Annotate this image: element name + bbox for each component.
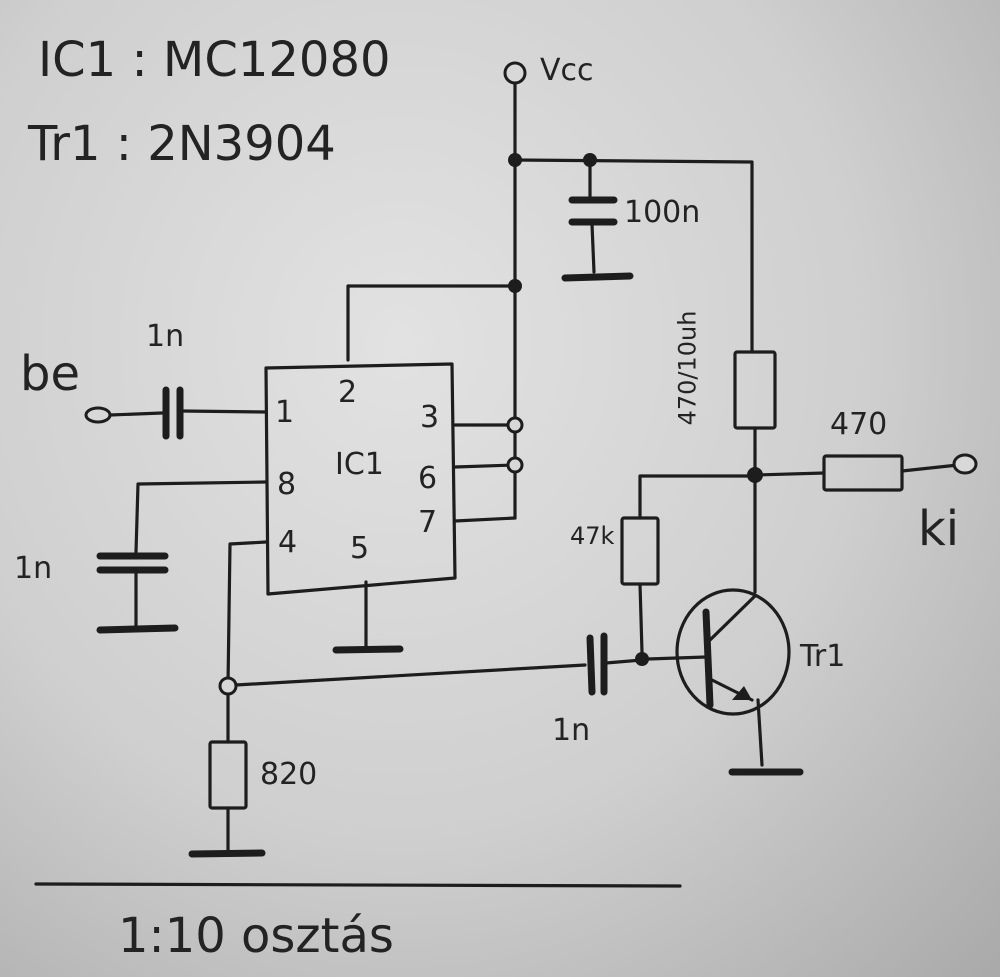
- resistor-collector-label: 470/10uh: [673, 310, 702, 426]
- ic-part-note: IC1 : MC12080: [38, 32, 391, 88]
- footer-rule: [34, 882, 682, 888]
- vcc-label: Vcc: [540, 53, 594, 88]
- ic-pin2-label: 2: [338, 375, 358, 410]
- input-label: be: [20, 346, 80, 402]
- capacitor-1n-pin8: [96, 480, 268, 634]
- resistor-820: [188, 692, 266, 858]
- transistor-label: Tr1: [800, 639, 846, 674]
- cap-couple-label: 1n: [552, 713, 591, 748]
- ic-pin7-label: 7: [418, 505, 438, 540]
- ic-name-label: IC1: [335, 447, 384, 482]
- ground-symbol-pin5: [332, 645, 404, 654]
- junction-vcc-top: [508, 153, 522, 167]
- ic-pin6-label: 6: [418, 461, 438, 496]
- pin4-to-coupling-wire: [234, 663, 587, 687]
- ground-symbol-100n: [561, 272, 634, 282]
- junction-pin6: [506, 456, 524, 474]
- pin4-wire: [226, 540, 268, 687]
- resistor-470-output: [753, 454, 960, 492]
- pin2-wire: [346, 284, 517, 362]
- footer-ratio-note: 1:10 osztás: [118, 908, 394, 964]
- junction-pin4: [218, 676, 238, 696]
- pin6-wire: [453, 463, 517, 469]
- junction-base: [635, 652, 649, 666]
- ic-pin3-label: 3: [420, 400, 440, 435]
- cap-pin8-label: 1n: [14, 551, 53, 586]
- resistor-47k-label: 47k: [570, 522, 615, 550]
- vcc-terminal: [503, 61, 527, 85]
- ic-pin8-label: 8: [277, 467, 297, 502]
- ic-pin4-label: 4: [278, 525, 298, 560]
- ground-symbol-820: [188, 849, 266, 858]
- pin7-wire: [453, 516, 517, 523]
- resistor-820-label: 820: [260, 757, 318, 792]
- resistor-470-10uh: [733, 350, 777, 476]
- resistor-470-label: 470: [830, 407, 888, 442]
- junction-pin2: [508, 279, 522, 293]
- cap-100n-label: 100n: [624, 195, 701, 230]
- junction-pin3: [506, 416, 524, 434]
- cap-in-label: 1n: [146, 319, 185, 354]
- transistor-part-note: Tr1 : 2N3904: [28, 116, 336, 172]
- vcc-top-rail: [513, 158, 754, 354]
- output-terminal: [952, 453, 978, 475]
- ground-symbol-pin8: [96, 624, 179, 634]
- capacitor-100n: [561, 158, 634, 282]
- ic-pin1-label: 1: [275, 395, 295, 430]
- ic1-body: [264, 362, 457, 596]
- capacitor-1n-input: [108, 386, 268, 440]
- capacitor-1n-coupling: [586, 632, 644, 696]
- resistor-47k: [620, 474, 757, 654]
- output-label: ki: [918, 501, 960, 557]
- ic-pin5-label: 5: [350, 531, 370, 566]
- transistor-tr1: [646, 478, 804, 776]
- input-terminal: [84, 406, 112, 424]
